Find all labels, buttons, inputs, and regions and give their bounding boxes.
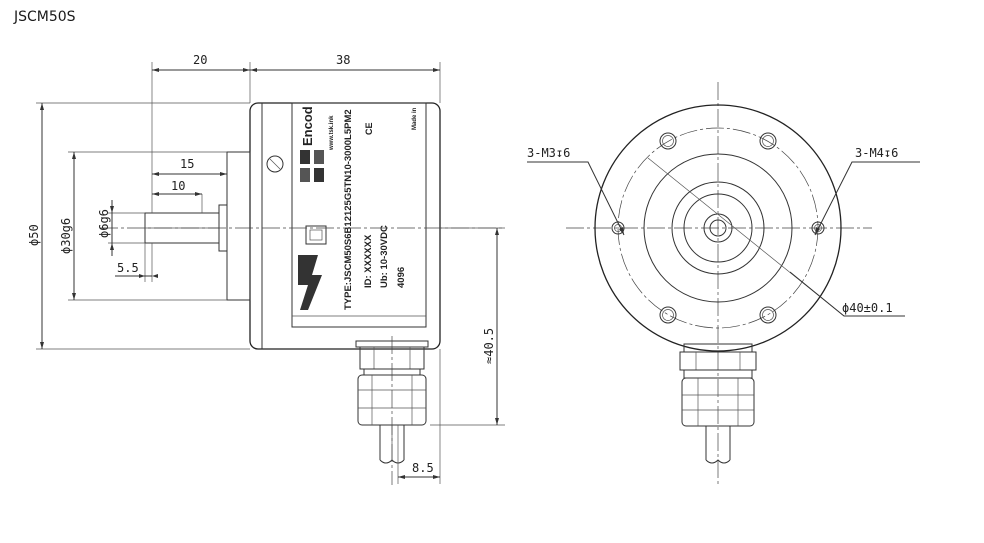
label-resolution: 4096 xyxy=(396,267,407,288)
leader-pcd xyxy=(789,271,905,317)
front-cable xyxy=(705,426,731,464)
m4-hole-2 xyxy=(759,132,777,150)
m4-hole-3 xyxy=(659,306,677,324)
flange-circle xyxy=(643,153,793,303)
screw-slot xyxy=(269,158,281,170)
label-type: TYPE:JSCM50S6B12125G5TN10-3000L5PM2 xyxy=(343,109,354,310)
dim-40-5: ≈40.5 xyxy=(482,328,496,364)
model-title: JSCM50S xyxy=(14,9,76,25)
qr-code-2 xyxy=(314,150,324,164)
dim-20: 20 xyxy=(193,53,207,67)
dim-dia30: ϕ30g6 xyxy=(59,218,73,254)
note-pcd: ϕ40±0.1 xyxy=(842,301,893,315)
dim-8-5: 8.5 xyxy=(412,461,434,475)
leader-m4 xyxy=(814,161,920,236)
label-side-text: Made in xyxy=(412,107,418,130)
label-ub: Ub: 10-30VDC xyxy=(379,225,390,288)
side-view: Encod www.tsk.ink CE Made in TYPE:JSCM50… xyxy=(27,53,505,485)
front-flange xyxy=(226,151,251,301)
boss-inner-circle xyxy=(683,193,753,263)
shaft-bore-circle xyxy=(709,219,727,237)
qr-code-4 xyxy=(314,168,324,182)
qr-code-3 xyxy=(300,168,310,182)
outer-circle xyxy=(594,104,842,352)
m4-hole-4 xyxy=(759,306,777,324)
front-cable-gland xyxy=(679,343,757,427)
label-id: ID: XXXXXX xyxy=(363,234,374,288)
dim-5-5: 5.5 xyxy=(117,261,139,275)
dim-38: 38 xyxy=(336,53,350,67)
m3-hole-right xyxy=(811,221,825,235)
tsk-logo xyxy=(298,225,327,310)
label-plate xyxy=(291,102,427,328)
arrows-55 xyxy=(139,274,158,278)
m4-hole-1 xyxy=(659,132,677,150)
screw-head xyxy=(266,155,284,173)
dim-10: 10 xyxy=(171,179,185,193)
label-ce-mark: CE xyxy=(364,122,374,135)
label-brand: Encod xyxy=(300,106,315,146)
front-view: 3-M3↧6 3-M4↧6 ϕ40±0.1 xyxy=(527,82,920,485)
dim-dia6: ϕ6g6 xyxy=(97,209,111,238)
boss-outer-circle xyxy=(671,181,765,275)
note-3-m3: 3-M3↧6 xyxy=(527,146,570,160)
leader-m3 xyxy=(527,161,625,236)
label-website: www.tsk.ink xyxy=(329,115,335,151)
dim-15: 15 xyxy=(180,157,194,171)
qr-code-1 xyxy=(300,150,310,164)
dim-dia50: ϕ50 xyxy=(27,224,41,246)
m4-holes xyxy=(659,132,777,324)
note-3-m4: 3-M4↧6 xyxy=(855,146,898,160)
